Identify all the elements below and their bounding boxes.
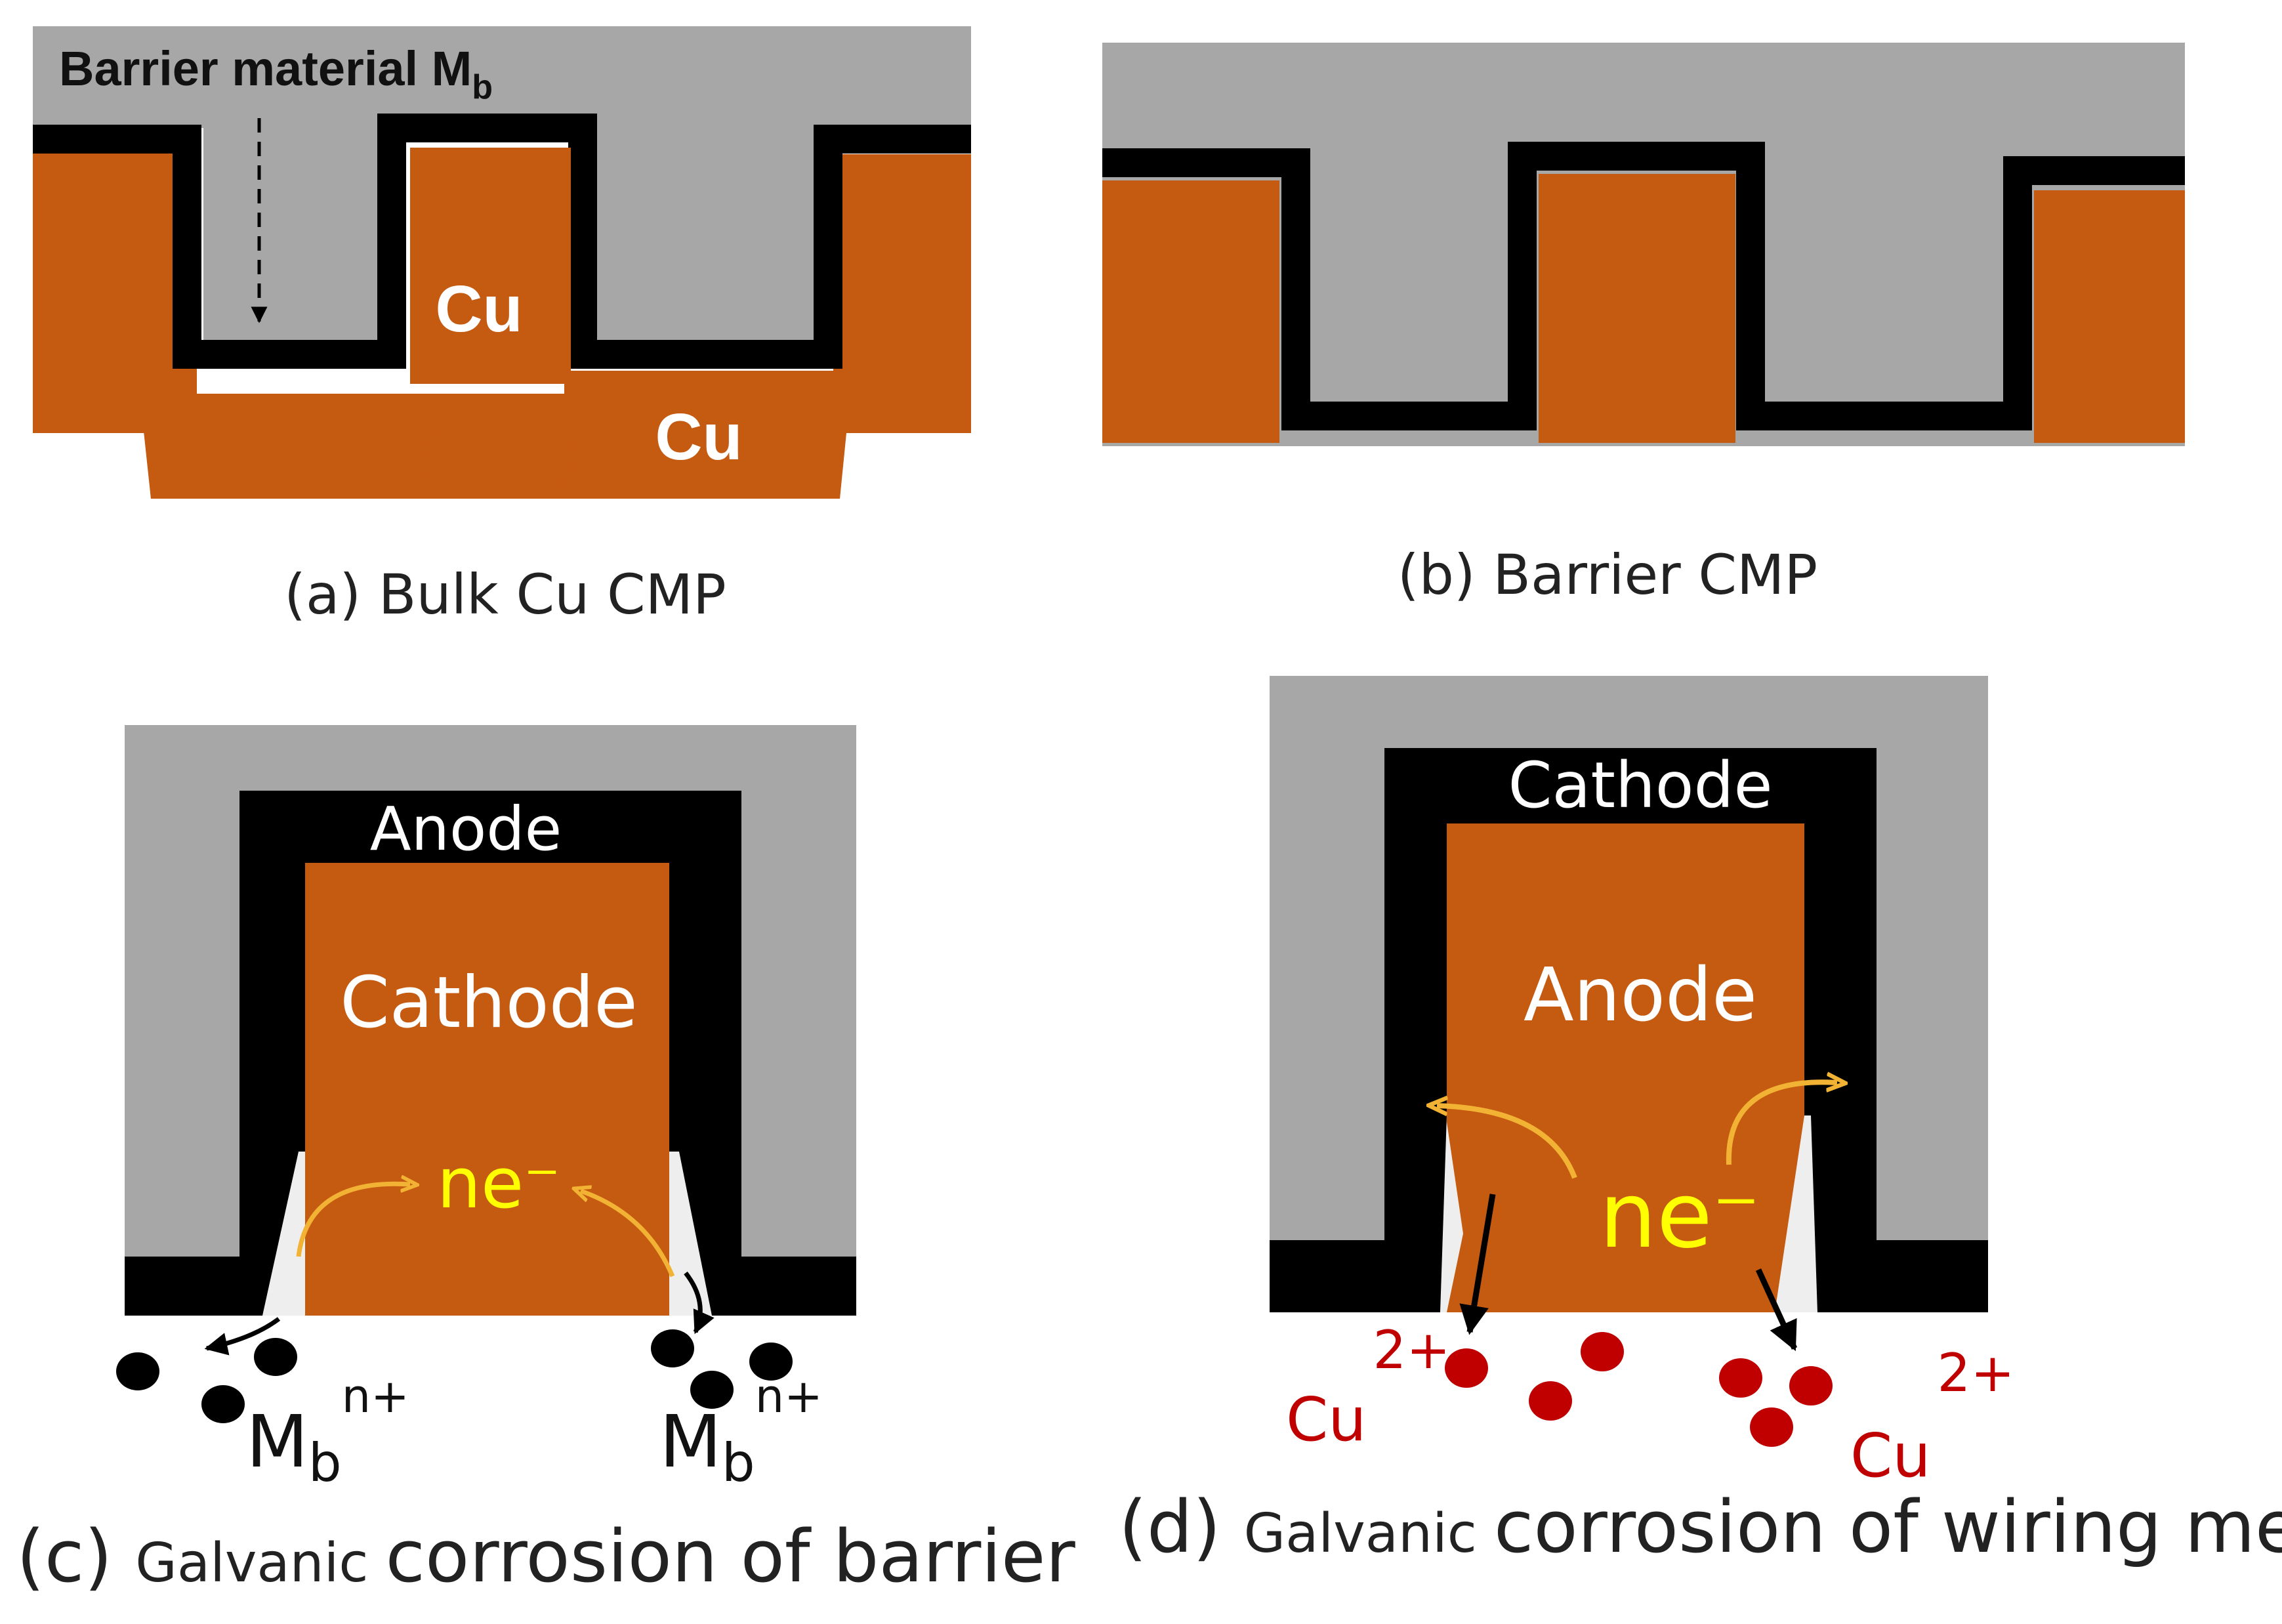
panel-c-void-left	[262, 1152, 305, 1316]
panel-a-copper-middle-b	[564, 371, 833, 433]
panel-d-caption: (d) Galvanic corrosion of wiring metal	[1119, 1485, 2282, 1569]
panel-d-anode-label: Anode	[1524, 953, 1757, 1038]
panel-d-cu-ion	[1529, 1381, 1572, 1421]
panel-c-cathode-label: Cathode	[340, 962, 637, 1044]
panel-c-electron-label: ne⁻	[437, 1143, 560, 1224]
panel-c-ion-label-left: Mbn+	[246, 1369, 409, 1493]
panel-a-caption: (a) Bulk Cu CMP	[284, 562, 726, 627]
panel-d-ion-label-left: Cu2+	[1286, 1320, 1450, 1455]
panel-c-ion-arrow-left	[204, 1317, 281, 1356]
panel-d-ion-arrow-right	[1755, 1268, 1798, 1352]
panel-c-ion-arrow-right	[684, 1271, 715, 1335]
panel-c-ion	[254, 1338, 297, 1376]
panel-d-electron-arrow-left	[1437, 1106, 1577, 1179]
panel-b-copper-middle	[1539, 174, 1735, 443]
panel-a-barrier	[33, 114, 971, 369]
panel-a-dielectric	[33, 26, 971, 364]
panel-d-void-left-b	[1447, 1122, 1463, 1312]
panel-c-copper	[305, 863, 669, 1316]
panel-a-copper-middle	[410, 148, 571, 384]
panel-b: (b) Barrier CMP	[1102, 43, 2185, 607]
panel-c-ion	[749, 1343, 793, 1381]
panel-c-void-right	[669, 1152, 712, 1316]
panel-d-cu-ion	[1789, 1366, 1833, 1405]
panel-c-ion	[116, 1352, 159, 1390]
panel-d-cu-ion	[1719, 1358, 1762, 1398]
panel-c-ion	[651, 1329, 694, 1367]
panel-a-cu-label-2: Cu	[655, 400, 742, 474]
panel-a: Barrier material Mb Cu Cu (a) Bulk Cu CM…	[33, 26, 971, 627]
panel-d-cu-ion	[1750, 1407, 1793, 1447]
panel-a-barrier-label: Barrier material Mb	[59, 41, 493, 106]
panel-d-dielectric	[1270, 676, 1988, 1240]
panel-d-void-left	[1440, 1115, 1447, 1312]
panel-d-cathode-label: Cathode	[1508, 749, 1772, 822]
panel-c-caption: (c) Galvanic corrosion of barrier	[16, 1514, 1076, 1598]
panel-b-copper-right	[2034, 190, 2185, 443]
panel-d-cu-ion	[1581, 1332, 1624, 1371]
panel-b-barrier	[1102, 142, 2185, 430]
panel-c-dielectric	[125, 725, 856, 1257]
panel-b-caption: (b) Barrier CMP	[1398, 543, 1817, 607]
panel-d-electron-label: ne⁻	[1599, 1163, 1760, 1268]
panel-a-copper-right	[833, 154, 971, 433]
panel-d-copper	[1447, 823, 1804, 1312]
panel-d-void-right	[1775, 1115, 1817, 1312]
panel-d-ion-arrow-left	[1459, 1194, 1496, 1335]
panel-c-electron-arrow-right	[581, 1191, 675, 1278]
panel-d: Cathode Anode ne⁻ Cu2+ Cu2+ (d) Galvanic…	[1119, 676, 2282, 1569]
panel-c-electron-arrow-left	[296, 1184, 410, 1257]
panel-a-copper-left	[33, 151, 197, 433]
panel-d-cu-ion	[1445, 1348, 1488, 1388]
panel-c-ion	[690, 1371, 734, 1409]
panel-d-electron-arrow-right	[1726, 1082, 1837, 1165]
panel-c: Anode Cathode ne⁻ Mbn+ Mbn+ (c) Galvanic…	[16, 725, 1076, 1598]
panel-c-ion	[201, 1385, 245, 1423]
panel-b-copper-left	[1102, 180, 1279, 443]
panel-a-cu-label-1: Cu	[435, 272, 522, 346]
panel-d-ion-label-right: Cu2+	[1850, 1343, 2014, 1491]
panel-c-ion-label-right: Mbn+	[659, 1369, 823, 1493]
panel-c-anode-label: Anode	[370, 794, 562, 864]
